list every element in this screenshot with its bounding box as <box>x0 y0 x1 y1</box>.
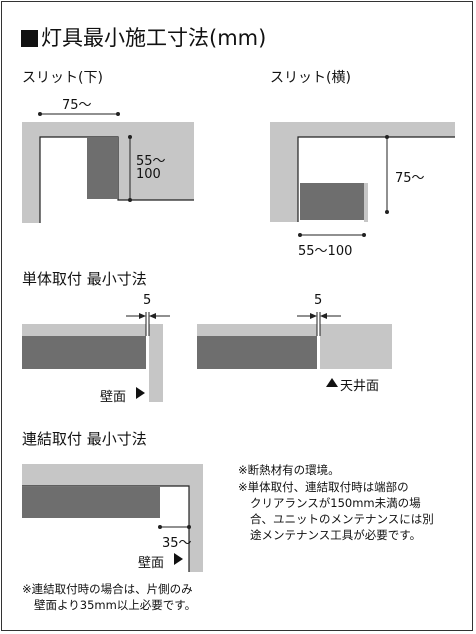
linked-fixture <box>22 487 160 518</box>
single-ceiling-diagram <box>197 312 392 387</box>
single-gap1: 5 <box>143 293 152 308</box>
slit-lower-dim-v1: 55〜 <box>136 154 166 169</box>
note-2-line3: 合、ユニットのメンテナンスには別 <box>250 512 434 526</box>
note-3-line2: 壁面より35mm以上必要です。 <box>34 598 197 612</box>
note-2-line2: クリアランスが150mm未満の場 <box>250 496 421 510</box>
single-ceiling-label: 天井面 <box>340 379 380 394</box>
slit-side-label: スリット(横) <box>270 70 351 86</box>
slit-side-dim-v: 75〜 <box>395 171 425 186</box>
single-gap2: 5 <box>314 293 323 308</box>
slit-lower-label: スリット(下) <box>22 70 103 86</box>
slit-lower-dim-v2: 100 <box>136 167 161 182</box>
title-text: 灯具最小施工寸法(mm) <box>41 26 267 50</box>
single-wall-panel <box>149 324 163 402</box>
slit-side-dim-h: 55〜100 <box>298 244 353 259</box>
linked-diagram <box>22 464 203 572</box>
note-1: ※断熱材有の環境。 <box>238 463 340 477</box>
single-ceiling-panel <box>320 324 392 369</box>
single-heading: 単体取付 最小寸法 <box>22 270 147 288</box>
single-wall-label: 壁面 <box>100 390 127 405</box>
title-square-icon <box>21 30 38 47</box>
page-title: 灯具最小施工寸法(mm) <box>21 22 266 52</box>
note-2-line4: 途メンテナンス工具が必要です。 <box>250 528 422 542</box>
single-wall-fixture <box>22 336 146 369</box>
single-ceiling-fixture <box>197 336 317 369</box>
slit-side-fixture <box>300 183 364 220</box>
note-2-line1: ※単体取付、連結取付時は端部の <box>238 480 409 494</box>
note-3-line1: ※連結取付時の場合は、片側のみ <box>22 582 193 596</box>
slit-lower-dim-h: 75〜 <box>62 98 92 113</box>
slit-lower-fixture <box>87 137 118 199</box>
slit-lower-diagram <box>22 112 194 223</box>
single-wall-diagram <box>22 312 170 402</box>
linked-wall-panel <box>189 486 203 572</box>
linked-gap: 35〜 <box>162 536 192 551</box>
linked-wall-label: 壁面 <box>138 556 165 571</box>
slit-side-diagram <box>270 122 455 237</box>
linked-heading: 連結取付 最小寸法 <box>22 430 147 448</box>
